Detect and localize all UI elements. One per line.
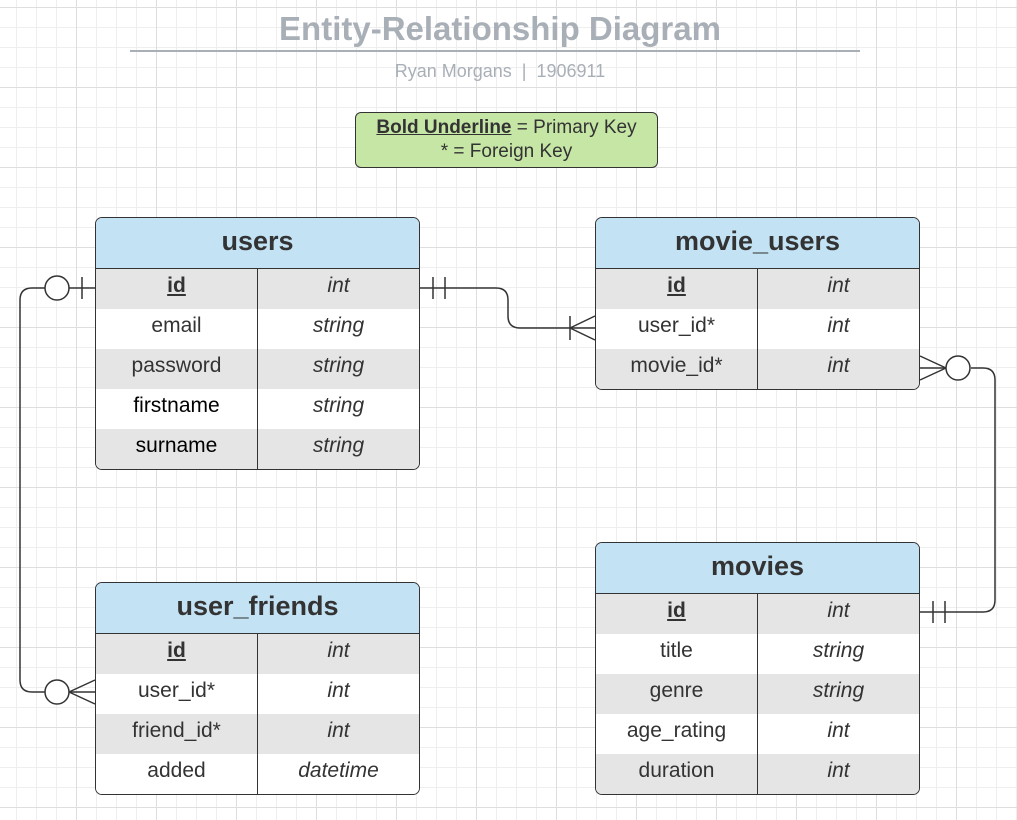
table-row: user_id* int	[596, 309, 919, 349]
field-name: added	[96, 754, 258, 794]
field-type: int	[327, 719, 350, 742]
table-row: firstname string	[96, 389, 419, 429]
entity-header: movie_users	[596, 218, 919, 269]
relationship-users-movie-users	[420, 277, 596, 341]
field-type: string	[312, 354, 365, 377]
table-row: id int	[96, 634, 419, 674]
diagram-subtitle: Ryan Morgans | 1906911	[394, 61, 606, 81]
field-type: string	[312, 434, 365, 457]
field-type: int	[827, 599, 850, 622]
table-row: id int	[96, 269, 419, 309]
table-row: genre string	[596, 674, 919, 714]
entity-header: users	[96, 218, 419, 269]
legend-fk-line: * = Foreign Key	[440, 141, 573, 162]
field-name: age_rating	[596, 714, 758, 754]
field-name: id	[96, 634, 258, 674]
field-name: id	[96, 269, 258, 309]
field-type: int	[827, 719, 850, 742]
table-row: title string	[596, 634, 919, 674]
legend-pk-line: Bold Underline = Primary Key	[356, 116, 657, 140]
field-type: int	[827, 314, 850, 337]
legend-box: Bold Underline = Primary Key * = Foreign…	[355, 112, 658, 168]
field-type: datetime	[298, 759, 379, 782]
field-type: int	[327, 639, 350, 662]
legend-pk-text: = Primary Key	[511, 117, 637, 138]
table-row: surname string	[96, 429, 419, 469]
field-type: int	[327, 679, 350, 702]
legend-pk-label: Bold Underline	[376, 117, 512, 138]
table-row: added datetime	[96, 754, 419, 794]
table-row: age_rating int	[596, 714, 919, 754]
field-type: int	[827, 759, 850, 782]
table-row: password string	[96, 349, 419, 389]
field-name: duration	[596, 754, 758, 794]
field-name: movie_id*	[596, 349, 758, 389]
field-name: genre	[596, 674, 758, 714]
field-type: string	[312, 394, 365, 417]
field-name: friend_id*	[96, 714, 258, 754]
table-row: duration int	[596, 754, 919, 794]
diagram-title: Entity-Relationship Diagram	[279, 10, 721, 47]
field-name: user_id*	[596, 309, 758, 349]
field-type: string	[812, 639, 865, 662]
table-row: friend_id* int	[96, 714, 419, 754]
field-type: int	[827, 354, 850, 377]
relationship-users-user-friends	[19, 275, 96, 705]
field-name: password	[96, 349, 258, 389]
field-type: string	[312, 314, 365, 337]
field-type: int	[327, 274, 350, 297]
entity-header: movies	[596, 543, 919, 594]
field-type: int	[827, 274, 850, 297]
field-name: title	[596, 634, 758, 674]
table-row: movie_id* int	[596, 349, 919, 389]
field-name: id	[596, 594, 758, 634]
table-row: user_id* int	[96, 674, 419, 714]
field-name: user_id*	[96, 674, 258, 714]
entity-header: user_friends	[96, 583, 419, 634]
title-divider	[130, 50, 860, 52]
field-name: firstname	[96, 389, 258, 429]
field-name: email	[96, 309, 258, 349]
table-row: id int	[596, 594, 919, 634]
table-row: email string	[96, 309, 419, 349]
entity-users[interactable]: users id int email string password string f…	[95, 217, 420, 470]
field-type: string	[812, 679, 865, 702]
field-name: id	[596, 269, 758, 309]
table-row: id int	[596, 269, 919, 309]
entity-movies[interactable]: movies id int title string genre string age…	[595, 542, 920, 795]
relationship-movie-users-movies	[919, 355, 996, 623]
field-name: surname	[96, 429, 258, 469]
